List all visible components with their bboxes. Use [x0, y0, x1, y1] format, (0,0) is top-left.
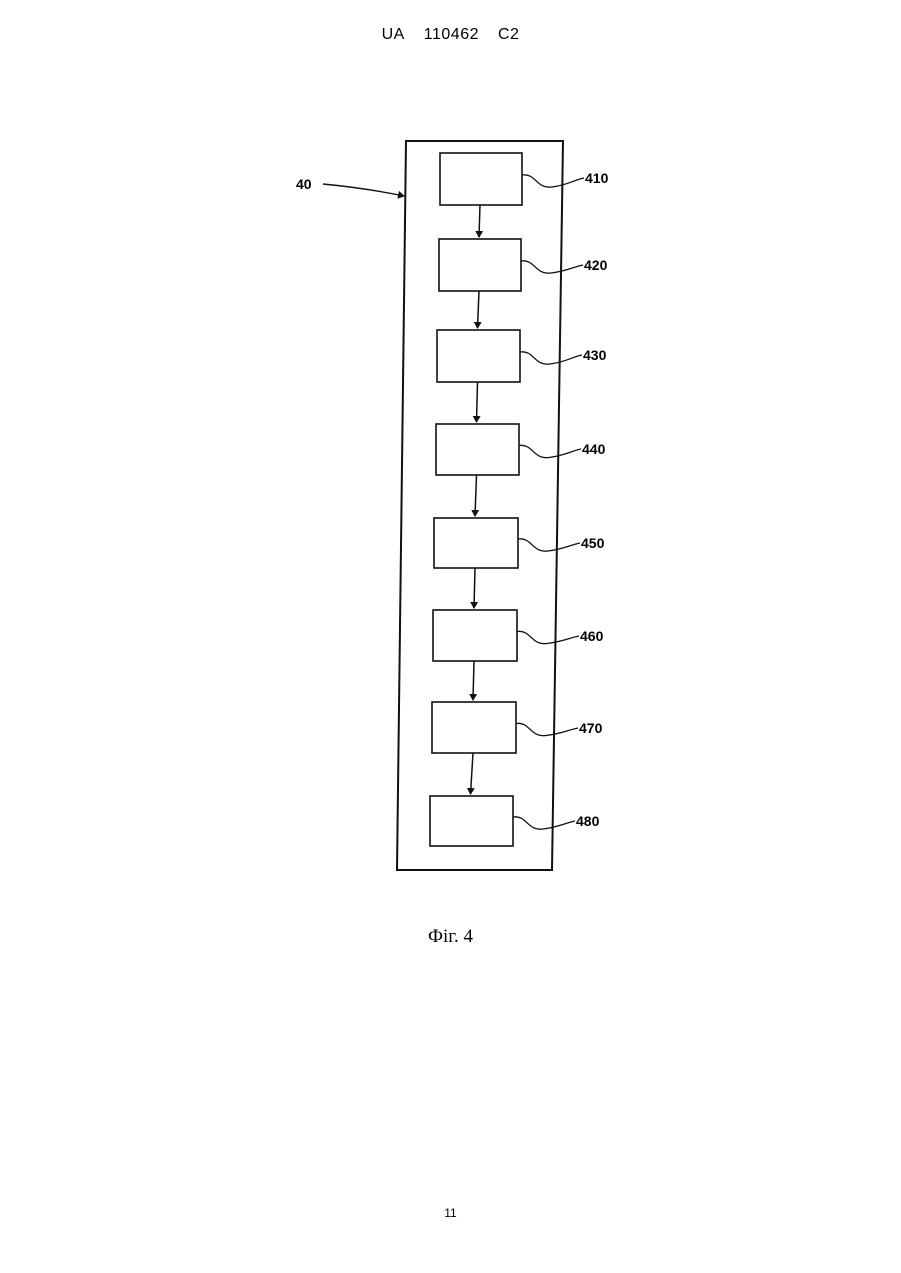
step-label-8: 480: [576, 813, 600, 829]
step-box-3: [437, 330, 520, 382]
step-leader-3: [520, 352, 582, 364]
step-box-2: [439, 239, 521, 291]
step-leader-2: [521, 261, 583, 273]
step-label-7: 470: [579, 720, 603, 736]
outer-label-leader: [323, 184, 404, 196]
flow-arrow-7: [471, 753, 474, 794]
step-leader-7: [516, 723, 578, 735]
flow-arrow-1: [479, 205, 480, 237]
step-box-5: [434, 518, 518, 568]
step-label-1: 410: [585, 170, 609, 186]
step-box-7: [432, 702, 516, 753]
step-label-2: 420: [584, 257, 608, 273]
flow-arrow-2: [478, 291, 480, 328]
step-box-4: [436, 424, 519, 475]
step-label-4: 440: [582, 441, 606, 457]
step-box-1: [440, 153, 522, 205]
step-leader-1: [522, 175, 584, 187]
step-leader-6: [517, 631, 579, 643]
flow-arrow-6: [473, 661, 474, 700]
outer-module-frame: [397, 141, 563, 870]
step-leader-4: [519, 445, 581, 457]
figure-caption: Фіг. 4: [0, 926, 901, 948]
step-label-6: 460: [580, 628, 604, 644]
flow-arrow-5: [474, 568, 475, 608]
step-label-3: 430: [583, 347, 607, 363]
step-leader-8: [513, 817, 575, 829]
flow-arrow-3: [477, 382, 478, 422]
flow-arrow-4: [475, 475, 477, 516]
step-box-6: [433, 610, 517, 661]
step-leader-5: [518, 539, 580, 551]
step-box-8: [430, 796, 513, 846]
step-label-5: 450: [581, 535, 605, 551]
page-number: 11: [0, 1206, 901, 1220]
outer-module-label: 40: [296, 176, 312, 192]
